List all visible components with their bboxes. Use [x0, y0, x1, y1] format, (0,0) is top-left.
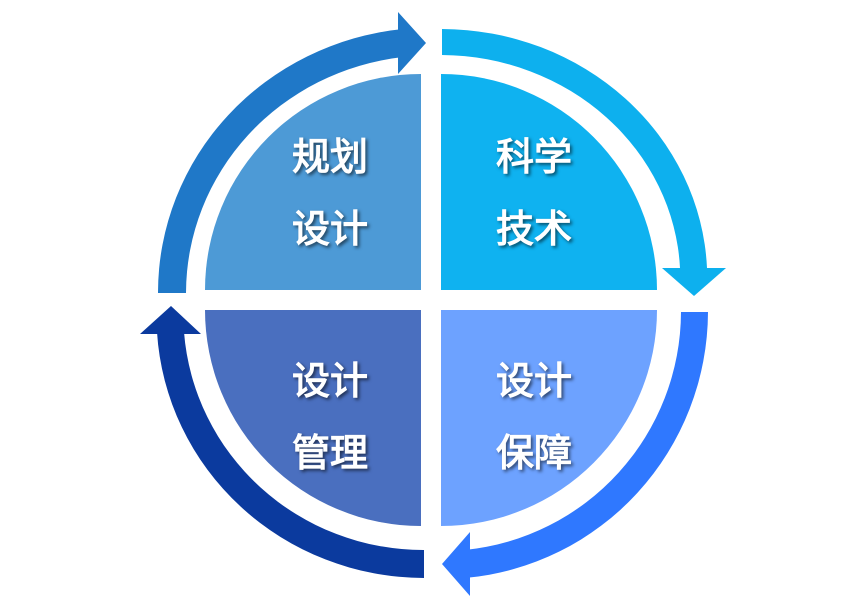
quadrant-bottom-right-line1: 设计 — [496, 359, 572, 403]
quadrant-bottom-left — [205, 310, 421, 526]
quadrant-top-left-line1: 规划 — [292, 135, 368, 179]
quadrant-top-left — [205, 74, 421, 290]
quadrant-top-right — [441, 74, 657, 290]
arrow-bottom-right — [442, 312, 708, 596]
arrow-top-right-head — [662, 268, 726, 296]
quadrant-top-right-line1: 科学 — [496, 135, 572, 179]
quadrant-bottom-left-line1: 设计 — [292, 359, 368, 403]
arrow-top-left-band — [157, 29, 403, 293]
arrow-bottom-left — [140, 306, 424, 578]
arrow-top-right — [442, 29, 726, 296]
quadrant-bottom-right — [441, 310, 657, 526]
quadrant-bottom-right-line2: 保障 — [496, 431, 572, 475]
arrow-bottom-left-head — [140, 306, 201, 334]
quadrant-top-right-line2: 技术 — [496, 207, 572, 251]
arrow-bottom-left-band — [157, 332, 424, 578]
arrow-bottom-right-band — [465, 312, 708, 578]
quadrant-top-left-line2: 设计 — [292, 207, 368, 251]
arrow-bottom-right-head — [442, 532, 470, 596]
arrow-top-left — [157, 12, 426, 293]
arrow-top-left-head — [398, 12, 426, 74]
quadrant-bottom-left-line2: 管理 — [292, 431, 368, 475]
arrow-top-right-band — [442, 29, 707, 268]
